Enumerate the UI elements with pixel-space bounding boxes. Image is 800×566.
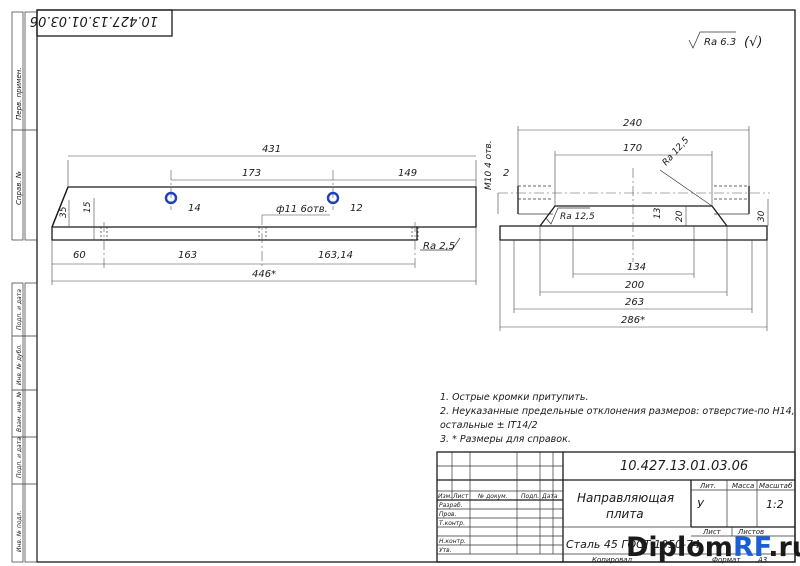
front-view: 431 173 149 35 15 14 12 ф11 6отв. 60 163…	[51, 144, 477, 285]
dim-15: 15	[83, 201, 93, 213]
dim-60: 60	[73, 250, 86, 261]
col-mass: Масса	[732, 482, 754, 490]
dim-20: 20	[675, 210, 685, 222]
side-label-0: Перв. примен.	[15, 67, 23, 120]
dim-446: 446*	[252, 269, 276, 280]
drawing-frame	[36, 9, 796, 563]
hole-marker-left	[164, 191, 178, 205]
dim-286: 286*	[621, 315, 645, 326]
dim-14: 14	[188, 203, 201, 214]
dim-263: 263	[625, 297, 644, 308]
thread-callout: М10 4 отв.	[484, 140, 494, 190]
note-3: 3. * Размеры для справок.	[440, 434, 571, 445]
dim-200: 200	[625, 280, 644, 291]
plate-outline	[51, 186, 477, 241]
hole-marker-right	[326, 191, 340, 205]
sheet-label: Лист	[702, 528, 722, 536]
left-strip-lower-inner	[24, 282, 38, 563]
row-header-3: Подп.	[521, 493, 539, 500]
part-name-line1: Направляющая	[577, 491, 674, 505]
dim-240: 240	[623, 118, 642, 129]
title-doc-number: 10.427.13.01.03.06	[620, 459, 748, 474]
side-label-3: Инв. № дубл.	[16, 344, 23, 385]
material: Сталь 45 ГОСТ 1050-74	[566, 538, 700, 551]
dim-170: 170	[623, 143, 642, 154]
lit-value: У	[697, 498, 705, 511]
format-label: Формат	[712, 556, 741, 564]
dim-163: 163	[178, 250, 197, 261]
format-value: А3	[757, 556, 767, 564]
hole-callout: ф11 6отв.	[276, 204, 328, 215]
dim-431: 431	[262, 144, 281, 155]
side-label-4: Взам. инв. №	[16, 391, 23, 432]
watermark-text: DiplomRF.ru	[626, 532, 800, 563]
role-5: Утв.	[439, 547, 452, 554]
surface-finish-paren: (√)	[744, 35, 762, 50]
side-label-5: Подп. и дата	[16, 437, 23, 478]
rotated-number: 10.427.13.01.03.06	[30, 13, 158, 28]
scale-value: 1:2	[766, 498, 784, 511]
note-2: 2. Неуказанные предельные отклонения раз…	[440, 406, 795, 417]
copied-label: Копировал	[592, 556, 633, 564]
title-block: 10.427.13.01.03.06 Направляющая плита Ст…	[436, 451, 796, 564]
note-1: 1. Острые кромки притупить.	[440, 392, 589, 403]
row-header-1: Лист	[452, 493, 469, 500]
surface-finish-text: Ra 6.3	[704, 37, 736, 48]
ra-12-5-bottom: Ra 12,5	[560, 212, 595, 222]
col-scale: Масштаб	[759, 482, 793, 490]
dim-134: 134	[627, 262, 646, 273]
ra-12-5-top: Ra 12,5	[661, 135, 692, 168]
dim-12: 12	[350, 203, 363, 214]
sheets-label: Листов	[737, 528, 764, 536]
dim-16314: 163,14	[318, 250, 353, 261]
row-header-4: Дата	[541, 493, 558, 500]
col-lit: Лит.	[699, 482, 716, 490]
role-2: Т.контр.	[439, 520, 465, 527]
part-name-line2: плита	[606, 507, 644, 521]
dim-13: 13	[653, 207, 663, 219]
watermark: DiplomRF.ru	[626, 532, 800, 563]
side-view: 240 170 М10 4 отв. 2 Ra 12,5 Ra 12,5 13 …	[484, 118, 770, 331]
row-header-0: Изм.	[438, 493, 452, 500]
ra-2-5: Ra 2,5	[423, 241, 455, 252]
role-0: Разраб.	[439, 502, 463, 509]
left-strip-upper-inner	[24, 11, 38, 241]
row-header-2: № докум.	[477, 493, 508, 500]
side-label-1: Справ. №	[15, 171, 23, 205]
rotated-number-box	[36, 9, 173, 37]
role-4: Н.контр.	[439, 538, 466, 545]
dim-173: 173	[242, 168, 261, 179]
note-2-cont: остальные ± IT14/2	[440, 420, 538, 431]
dim-149: 149	[398, 168, 417, 179]
side-label-2: Подп. и дата	[16, 289, 23, 330]
side-label-6: Инв. № подл.	[16, 511, 23, 552]
dim-30: 30	[757, 210, 767, 222]
left-strip-upper	[11, 11, 24, 241]
surface-finish-symbol	[688, 31, 736, 49]
role-1: Пров.	[439, 511, 457, 518]
left-strip-lower	[11, 282, 24, 563]
dim-2: 2	[503, 168, 509, 179]
dim-35: 35	[59, 206, 69, 218]
